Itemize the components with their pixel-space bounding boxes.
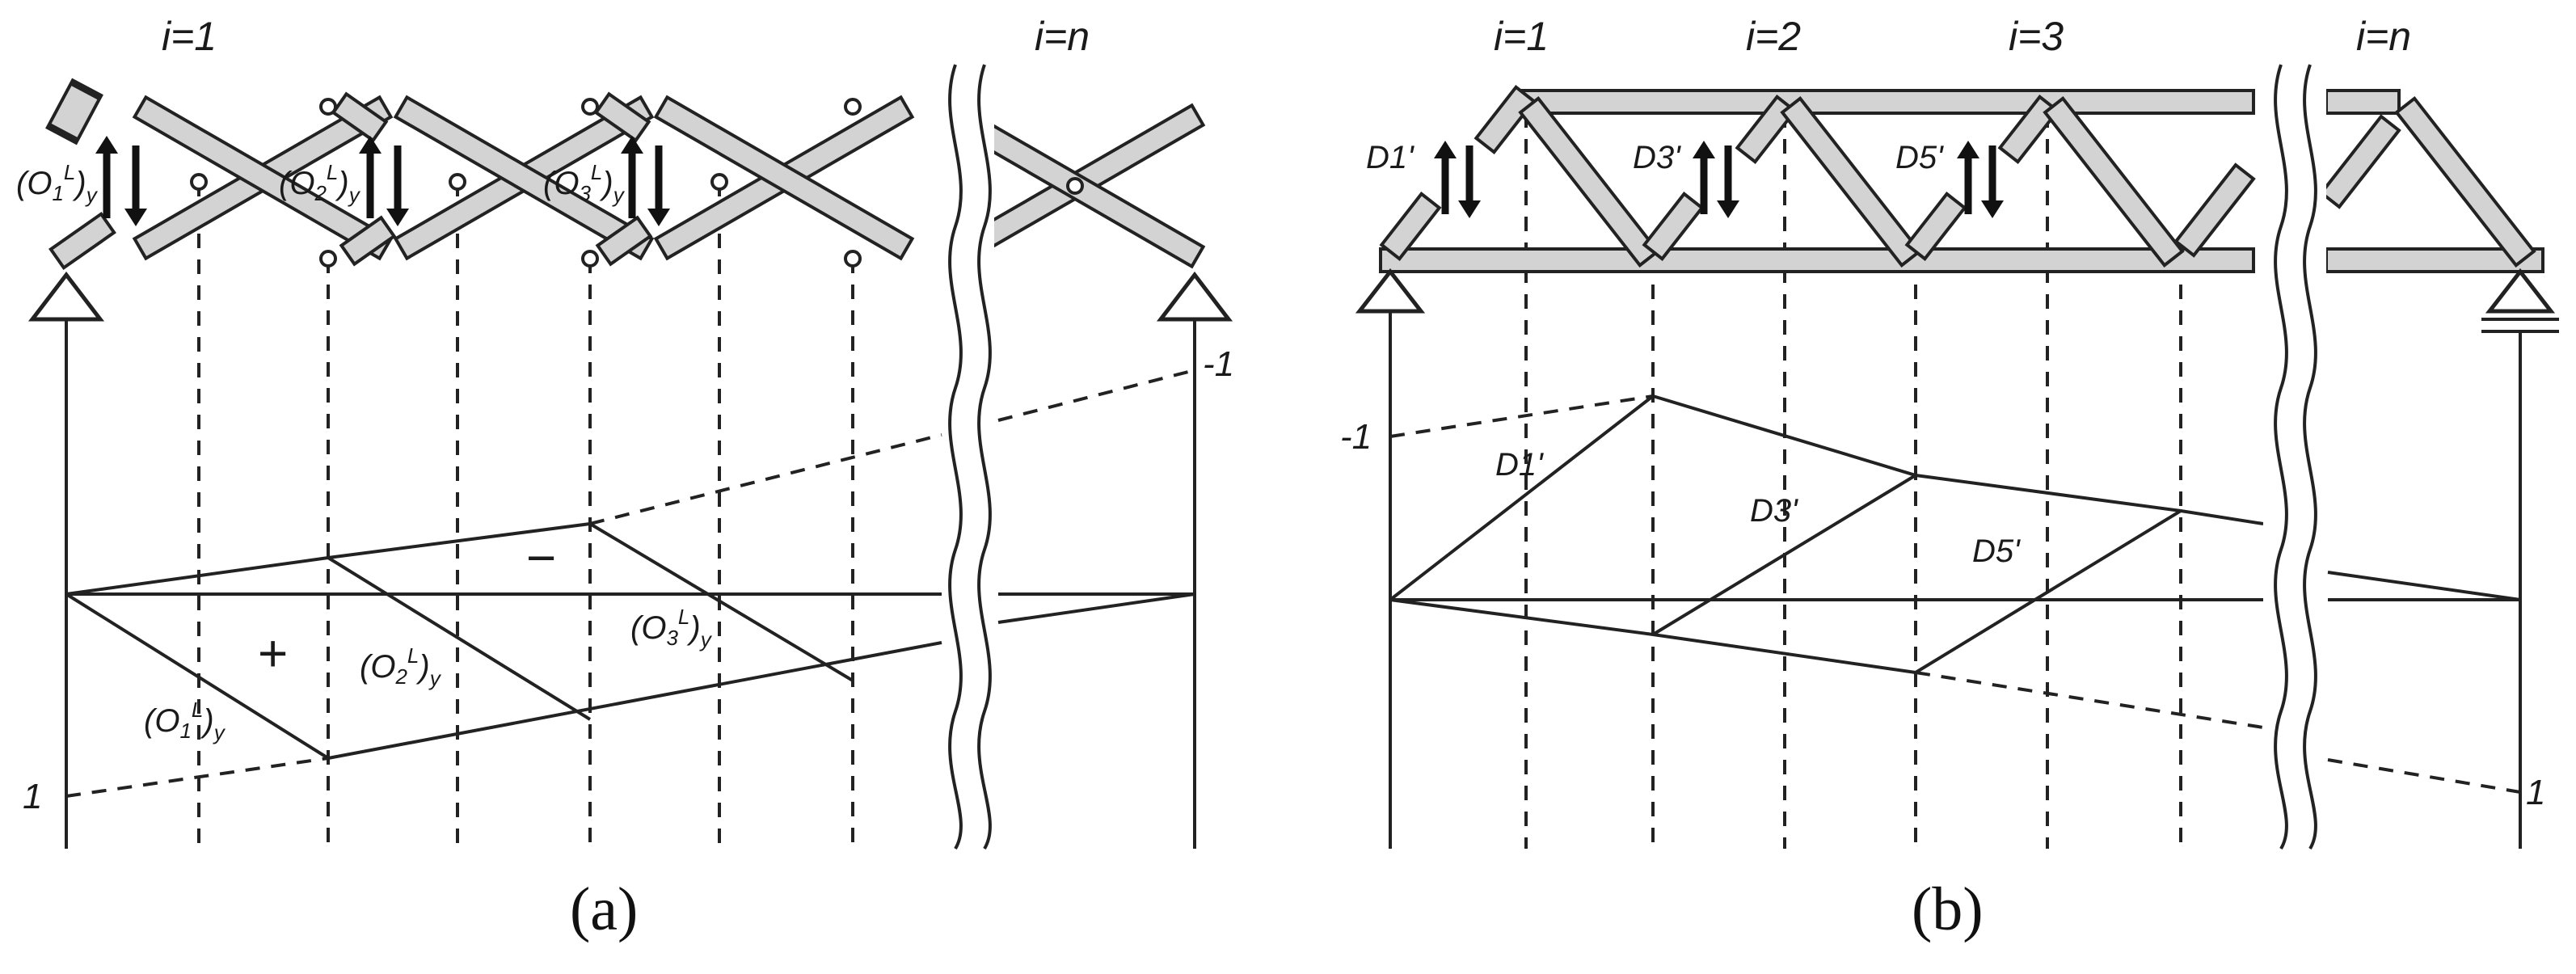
diag-label-d5-diagram: D5' bbox=[1972, 533, 2021, 569]
panel-b: i=1 i=2 i=3 i=n bbox=[1340, 14, 2559, 943]
influence-lines-b bbox=[1389, 394, 2521, 794]
label-b-in: i=n bbox=[2356, 14, 2411, 59]
diag-label-d3-top: D3' bbox=[1633, 140, 1681, 175]
break-mark-a bbox=[944, 64, 994, 865]
diag-label-d3-diagram: D3' bbox=[1750, 493, 1798, 529]
force-label-o3-top: (O3L)y bbox=[543, 160, 626, 207]
label-a-i1: i=1 bbox=[162, 14, 217, 59]
projection-lines-b bbox=[1524, 113, 2182, 849]
label-b-i3: i=3 bbox=[2009, 14, 2064, 59]
truss-diagonals-b bbox=[1379, 85, 2536, 268]
projection-lines-a bbox=[197, 182, 854, 849]
support-right-b bbox=[2481, 268, 2559, 849]
break-mark-b bbox=[2263, 64, 2326, 865]
support-right-a bbox=[1156, 271, 1233, 849]
diag-label-d5-top: D5' bbox=[1895, 140, 1944, 175]
label-b-i1: i=1 bbox=[1494, 14, 1549, 59]
truss-pins-a bbox=[190, 98, 1084, 268]
truss-members-a bbox=[45, 78, 1206, 271]
influence-lines-a bbox=[65, 369, 1195, 798]
force-label-o1-top: (O1L)y bbox=[16, 160, 99, 207]
sign-plus-a: + bbox=[257, 624, 287, 682]
tick-neg1-b: -1 bbox=[1340, 417, 1372, 457]
diag-label-d1-diagram: D1' bbox=[1495, 447, 1544, 483]
diag-label-d1-top: D1' bbox=[1366, 140, 1414, 175]
force-arrows-a bbox=[95, 136, 670, 226]
tick-1-a: 1 bbox=[23, 777, 42, 816]
panel-a: i=1 i=n bbox=[16, 14, 1234, 943]
force-arrows-b bbox=[1434, 141, 2004, 218]
force-label-o2-top: (O2L)y bbox=[279, 160, 361, 207]
force-label-o3-diagram: (O3L)y bbox=[630, 605, 713, 651]
truss-chords-b bbox=[1379, 89, 2544, 273]
force-label-o2-diagram: (O2L)y bbox=[360, 643, 442, 690]
force-label-o1-diagram: (O1L)y bbox=[144, 698, 226, 744]
sign-minus-a: − bbox=[525, 529, 555, 587]
label-a-in: i=n bbox=[1035, 14, 1090, 59]
tick-1-b: 1 bbox=[2526, 773, 2545, 812]
caption-b: (b) bbox=[1912, 875, 1984, 943]
tick-neg1-a: -1 bbox=[1203, 344, 1234, 384]
caption-a: (a) bbox=[570, 875, 638, 943]
label-b-i2: i=2 bbox=[1746, 14, 1801, 59]
